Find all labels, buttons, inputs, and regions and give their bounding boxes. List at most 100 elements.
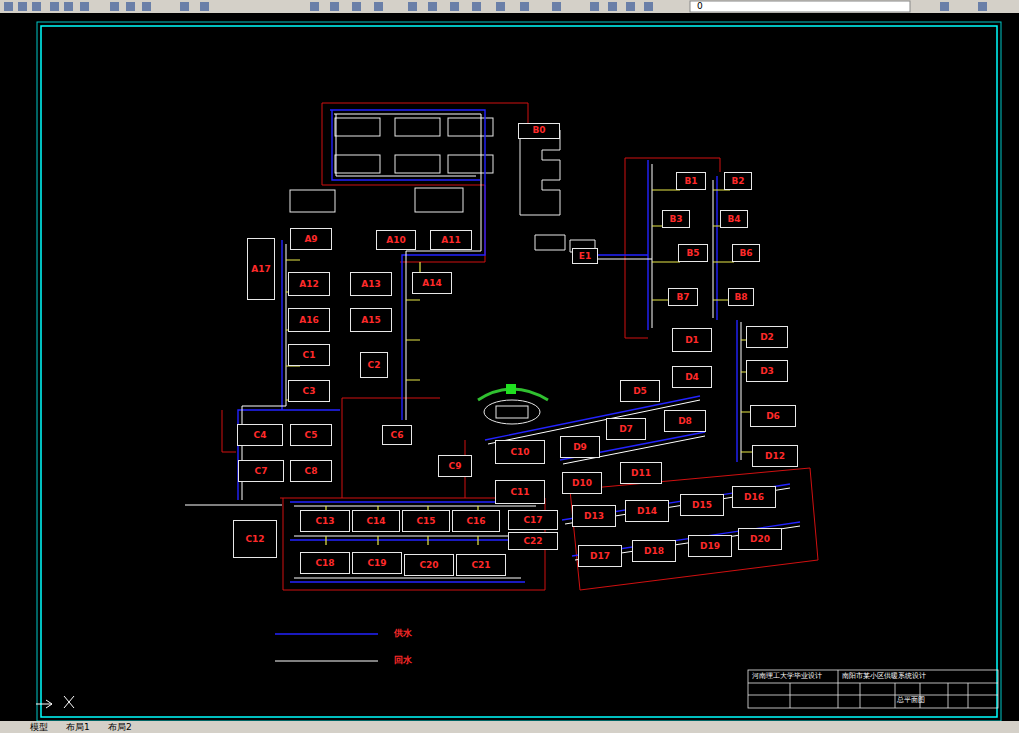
building: C3	[288, 380, 330, 402]
building-label: A15	[361, 316, 381, 325]
building-label: D6	[766, 412, 780, 421]
building-label: C8	[305, 467, 318, 476]
building: C6	[382, 425, 412, 445]
stadium	[478, 384, 548, 424]
building: E1	[572, 248, 598, 264]
plan-label: 布局1	[66, 723, 90, 732]
building: B4	[720, 210, 748, 228]
plan-label: 河南理工大学毕业设计	[752, 673, 822, 680]
building-label: C19	[367, 559, 386, 568]
plan-label: 模型	[30, 723, 48, 732]
building-label: D4	[685, 373, 699, 382]
building: C8	[290, 460, 332, 482]
building-label: E1	[579, 252, 591, 261]
building-label: A9	[304, 235, 317, 244]
building-label: B0	[532, 126, 545, 135]
building: A13	[350, 272, 392, 296]
building: C21	[456, 554, 506, 576]
building: D1	[672, 328, 712, 352]
building: D6	[750, 405, 796, 427]
building-label: C2	[368, 361, 381, 370]
building: D4	[672, 366, 712, 388]
building-label: C6	[391, 431, 404, 440]
building: D3	[746, 360, 788, 382]
building: C14	[352, 510, 400, 532]
building: C19	[352, 552, 402, 574]
building: D16	[732, 486, 776, 508]
toolbar-icons	[4, 2, 987, 11]
building: C10	[495, 440, 545, 464]
branch-marks	[286, 190, 752, 545]
building: C1	[288, 344, 330, 366]
ucs-icon	[36, 696, 74, 708]
building-label: A14	[422, 279, 442, 288]
building-label: A17	[251, 265, 271, 274]
building: C11	[495, 480, 545, 504]
building: D19	[688, 535, 732, 557]
building-label: D1	[685, 336, 699, 345]
building: C5	[290, 424, 332, 446]
building-label: B8	[734, 293, 747, 302]
building-label: A10	[386, 236, 406, 245]
building: D8	[664, 410, 706, 432]
building-label: D20	[750, 535, 770, 544]
building: D12	[752, 445, 798, 467]
building-label: D14	[637, 507, 657, 516]
building-label: D15	[692, 501, 712, 510]
building: B2	[724, 172, 752, 190]
building-label: D13	[584, 512, 604, 521]
building: A15	[350, 308, 392, 332]
supply-pipes	[238, 110, 800, 582]
building: B7	[668, 288, 698, 306]
building-label: A16	[299, 316, 319, 325]
building: C22	[508, 532, 558, 550]
building: D15	[680, 494, 724, 516]
building-label: C12	[245, 535, 264, 544]
building: A16	[288, 308, 330, 332]
building: D9	[560, 436, 600, 458]
building-label: A11	[441, 236, 461, 245]
building: A10	[376, 230, 416, 250]
building-label: D10	[572, 479, 592, 488]
legend-label: 回水	[394, 656, 412, 665]
return-pipes	[185, 114, 800, 578]
building: C18	[300, 552, 350, 574]
building: B3	[662, 210, 690, 228]
building: C20	[404, 554, 454, 576]
building-label: C7	[255, 467, 268, 476]
building-label: B1	[684, 177, 697, 186]
building-label: B7	[676, 293, 689, 302]
building: D13	[572, 505, 616, 527]
building-label: A12	[299, 280, 319, 289]
building-label: C20	[419, 561, 438, 570]
building-label: C22	[523, 537, 542, 546]
building-label: A13	[361, 280, 381, 289]
building-label: C14	[366, 517, 385, 526]
building: C2	[360, 352, 388, 378]
building-label: D2	[760, 333, 774, 342]
building: A12	[288, 272, 330, 296]
building-label: C10	[510, 448, 529, 457]
building: B5	[678, 244, 708, 262]
building-label: D9	[573, 443, 587, 452]
tab-bar	[0, 721, 1019, 733]
building: C13	[300, 510, 350, 532]
building: C12	[233, 520, 277, 558]
building: B0	[518, 123, 560, 139]
building: A9	[290, 228, 332, 250]
building-label: D3	[760, 367, 774, 376]
building-label: C1	[303, 351, 316, 360]
building: C15	[402, 510, 450, 532]
building-label: B2	[731, 177, 744, 186]
building-label: D16	[744, 493, 764, 502]
building-label: B5	[686, 249, 699, 258]
building-label: C15	[416, 517, 435, 526]
building: D17	[578, 545, 622, 567]
building: D2	[746, 326, 788, 348]
building-label: D5	[633, 387, 647, 396]
building-label: C18	[315, 559, 334, 568]
building-label: C21	[471, 561, 490, 570]
building: D5	[620, 380, 660, 402]
building-label: B4	[727, 215, 740, 224]
building-label: C9	[449, 462, 462, 471]
